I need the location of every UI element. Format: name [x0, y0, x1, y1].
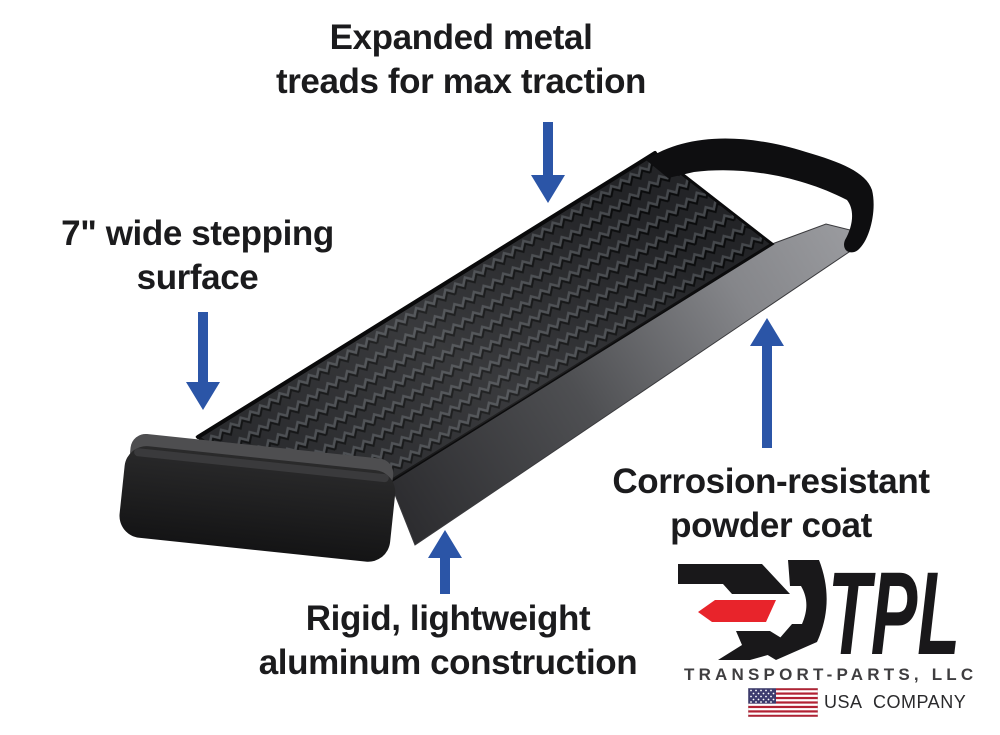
logo-brand-text: TPL	[828, 554, 960, 669]
label-powder-coat: Corrosion-resistant powder coat	[612, 462, 930, 545]
label-wide-stepping-surface: 7" wide stepping surface	[61, 214, 334, 297]
board-end-cap-left	[119, 433, 396, 562]
arrow-up-aluminum-icon	[428, 530, 462, 594]
usa-flag-icon	[748, 688, 818, 717]
logo-red-stripe	[698, 600, 776, 622]
logo-company-name: TRANSPORT-PARTS, LLC	[684, 665, 978, 684]
tpl-logo: TPL	[678, 554, 960, 669]
label-expanded-metal-treads: Expanded metal treads for max traction	[275, 18, 647, 101]
board-end-bracket-right	[646, 138, 874, 253]
logo-usa-company-tagline: USA COMPANY	[824, 692, 967, 712]
label-aluminum-construction: Rigid, lightweight aluminum construction	[258, 599, 638, 682]
arrow-down-stepping-icon	[186, 312, 220, 410]
arrow-down-treads-icon	[531, 122, 565, 203]
logo-mark-icon	[678, 560, 827, 660]
arrow-up-powder-icon	[750, 318, 784, 448]
